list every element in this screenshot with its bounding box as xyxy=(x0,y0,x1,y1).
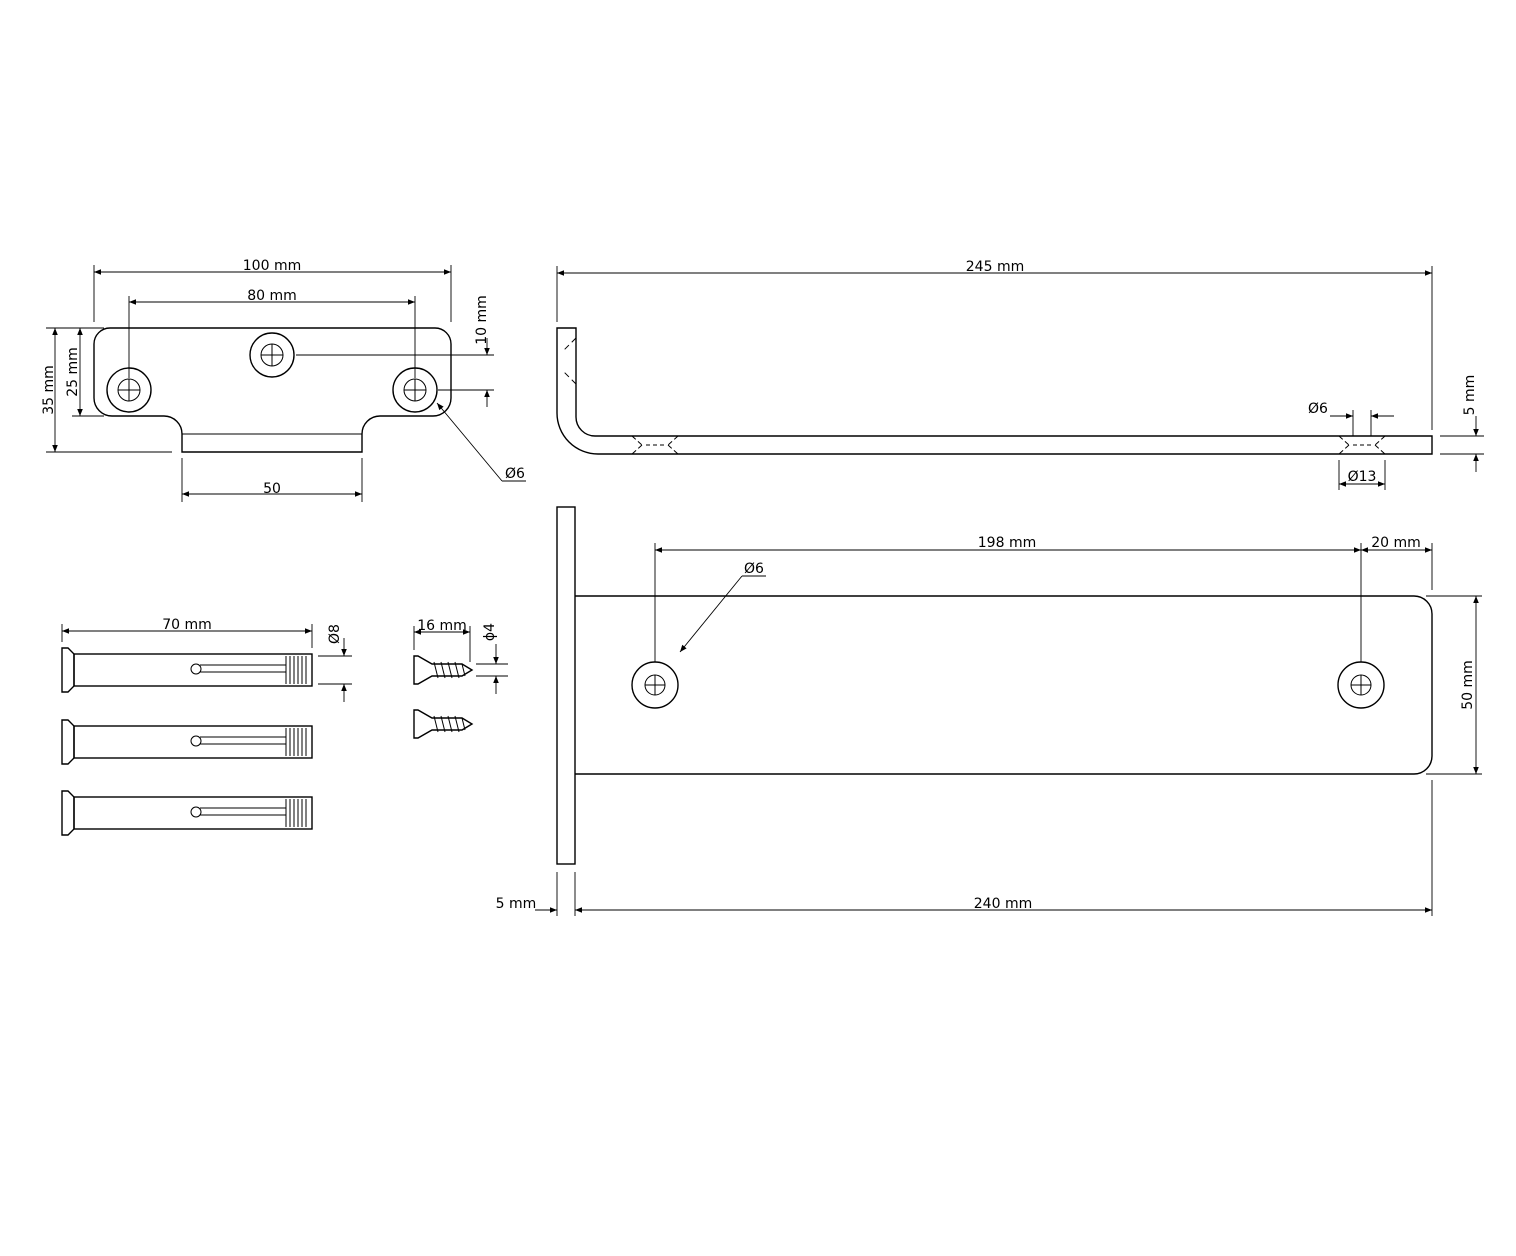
dimension-label: 70 mm xyxy=(162,617,212,633)
side-profile-outline xyxy=(556,327,1433,455)
dimension-label: 50 mm xyxy=(1460,660,1476,710)
dimension-plate-thickness-5: 5 mm xyxy=(496,872,576,916)
dimension-label: 5 mm xyxy=(1462,375,1478,416)
dimension-length-240: 240 mm xyxy=(575,780,1433,916)
side-view: 245 mm 5 mm Ø6 Ø13 xyxy=(556,259,1484,490)
dimension-label: 25 mm xyxy=(65,347,81,397)
dimension-label: Ø13 xyxy=(1348,469,1377,485)
dimension-label: 10 mm xyxy=(474,295,490,345)
dimension-hole-offset-10: 10 mm xyxy=(296,295,494,407)
dimension-label: Ø6 xyxy=(505,466,525,482)
dimension-screw-diameter: ϕ4 xyxy=(476,623,508,694)
dimension-label: Ø8 xyxy=(327,624,343,644)
dimension-hole-diameter: Ø6 xyxy=(436,402,526,482)
dimension-screw-length-16: 16 mm xyxy=(413,618,471,662)
dimension-label: 100 mm xyxy=(243,258,301,274)
dimension-label: 20 mm xyxy=(1371,535,1421,551)
dimension-label: 80 mm xyxy=(247,288,297,304)
mounting-hole-center xyxy=(249,332,295,378)
plan-arm-outline xyxy=(575,595,1433,775)
dimension-label: Ø6 xyxy=(744,561,764,577)
plan-hole-right xyxy=(1337,661,1385,709)
screw xyxy=(413,709,474,739)
top-bracket-outline xyxy=(93,327,452,453)
dimension-inner-height-25: 25 mm xyxy=(65,328,104,417)
dimension-label: 16 mm xyxy=(417,618,467,634)
dimension-label: 240 mm xyxy=(974,896,1032,912)
dimension-side-hole: Ø6 xyxy=(1308,401,1394,436)
dimension-hole-spacing-198: 198 mm xyxy=(654,535,1362,662)
dimension-label: 5 mm xyxy=(496,896,537,912)
dimension-label: 198 mm xyxy=(978,535,1036,551)
dimension-label: ϕ4 xyxy=(482,623,498,641)
plan-view: 198 mm 20 mm Ø6 50 mm 5 mm xyxy=(496,506,1482,916)
dimension-anchor-diameter: Ø8 xyxy=(318,624,352,702)
dimension-width-100: 100 mm xyxy=(93,258,452,322)
dimension-thickness-5: 5 mm xyxy=(1440,375,1484,472)
dimension-width-50: 50 mm xyxy=(1426,595,1482,775)
plan-hole-left xyxy=(631,661,679,709)
side-countersink-left xyxy=(631,435,679,455)
side-countersink-right xyxy=(1338,435,1386,455)
dimension-label: Ø6 xyxy=(1308,401,1328,417)
dimension-edge-offset-20: 20 mm xyxy=(1361,535,1433,590)
dimension-countersink: Ø13 xyxy=(1338,460,1386,490)
dimension-height-35: 35 mm xyxy=(41,327,172,453)
dimension-label: 35 mm xyxy=(41,365,57,415)
dimension-hole-spacing-80: 80 mm xyxy=(128,288,416,378)
dimension-anchor-length-70: 70 mm xyxy=(61,617,313,648)
anchor-bolts: 70 mm Ø8 xyxy=(61,617,352,836)
top-bracket-view: 100 mm 80 mm 10 mm 35 mm 25 mm xyxy=(41,258,526,502)
dimension-label: 245 mm xyxy=(966,259,1024,275)
anchor-bolt xyxy=(61,790,313,836)
anchor-bolt xyxy=(61,647,313,693)
dimension-plan-hole-diameter: Ø6 xyxy=(679,561,766,653)
wall-plate xyxy=(556,506,576,865)
wood-screws: 16 mm ϕ4 xyxy=(413,618,508,739)
mounting-hole-left xyxy=(106,367,152,413)
anchor-bolt xyxy=(61,719,313,765)
screw xyxy=(413,655,474,685)
dimension-length-245: 245 mm xyxy=(556,259,1433,430)
dimension-label: 50 xyxy=(263,481,281,497)
dimension-tab-width-50: 50 xyxy=(181,458,363,502)
